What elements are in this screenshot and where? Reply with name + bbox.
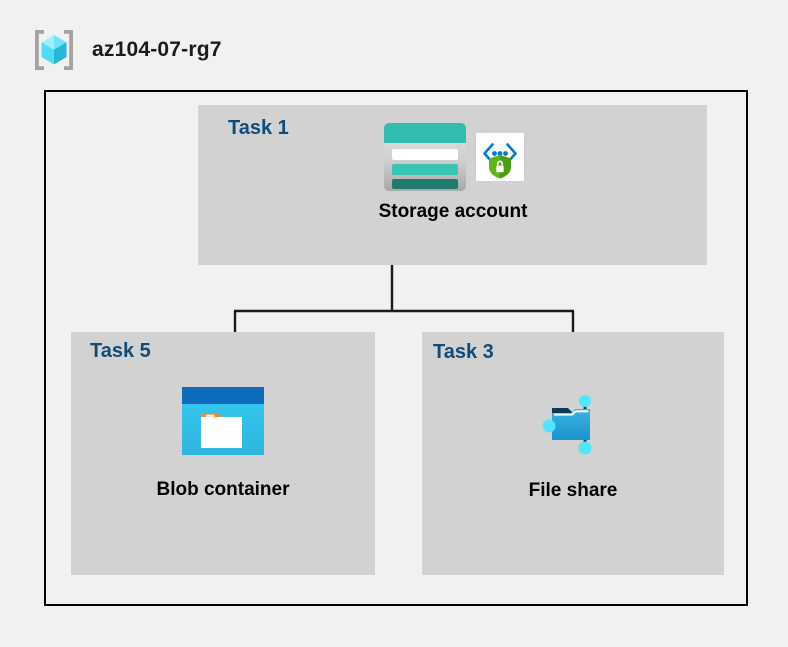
task-label-3: Task 3 [433,341,494,363]
task-label-1: Task 1 [228,117,289,139]
storage-account-icon-row [382,119,524,195]
panel-task-1: Task 1 [198,105,707,265]
node-file-share[interactable]: File share [458,382,688,502]
node-blob-container[interactable]: Blob container [103,387,343,501]
task-label-5: Task 5 [90,340,151,362]
blob-container-icon [182,387,264,455]
storage-account-icon [384,123,466,191]
resource-group-title: az104-07-rg7 [92,38,222,61]
panel-task-5: Task 5 Blob container [71,332,375,575]
secure-endpoint-shield-icon [476,133,524,181]
panel-task-3: Task 3 File share [422,332,724,575]
resource-group-icon [35,30,73,70]
node-caption-file-share: File share [528,480,618,501]
node-storage-account[interactable]: Storage account [298,119,608,223]
node-caption-blob-container: Blob container [156,479,290,500]
resource-group-header: az104-07-rg7 [30,26,222,74]
node-caption-storage-account: Storage account [378,201,528,222]
file-share-icon [542,395,592,455]
resource-group-boundary [44,90,748,606]
